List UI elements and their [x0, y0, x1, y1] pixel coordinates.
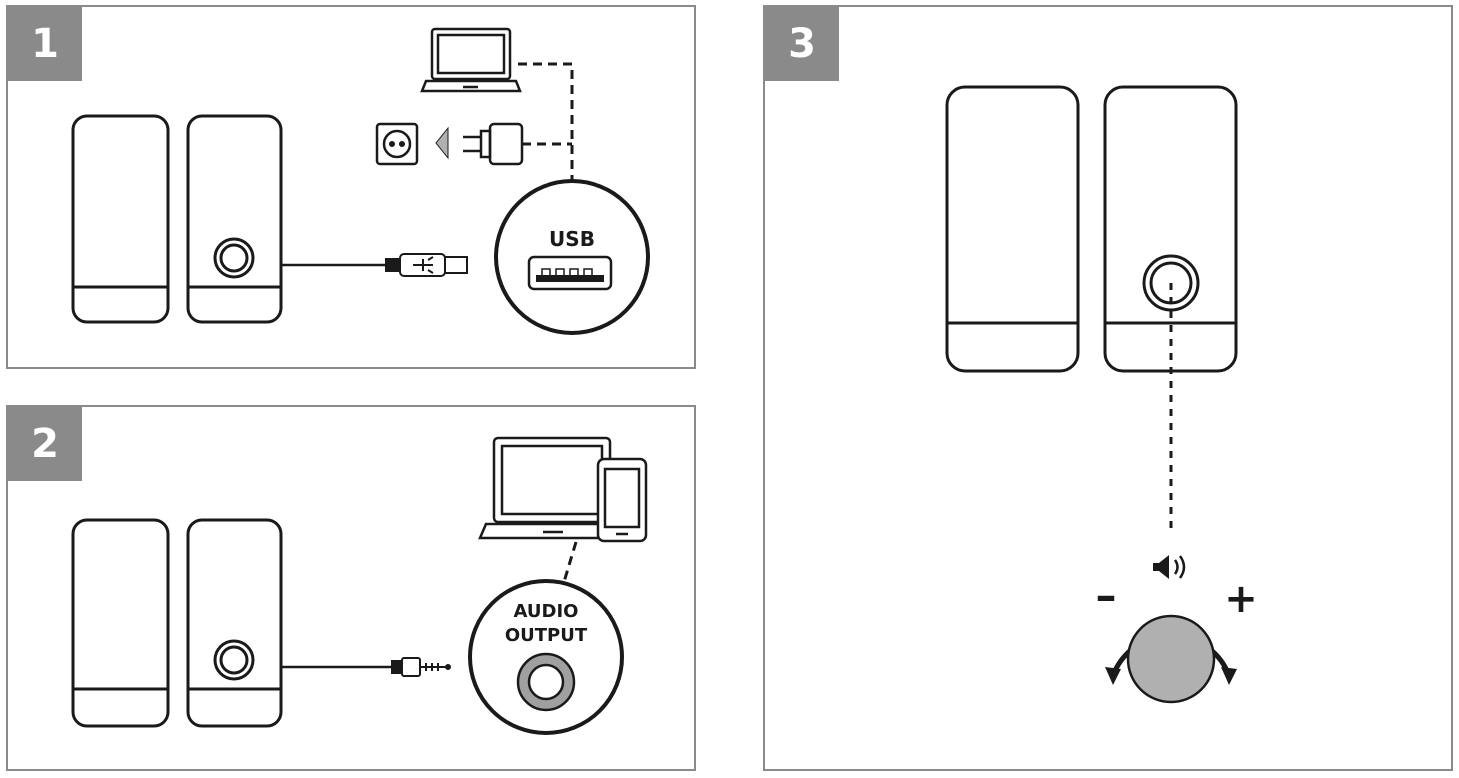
usb-port-zoom-icon: USB — [494, 179, 650, 335]
audio-jack-plug-icon — [281, 657, 451, 677]
volume-knob — [1126, 614, 1216, 704]
usb-plug-icon — [281, 253, 468, 277]
step-2-illustration: AUDIO OUTPUT — [71, 436, 648, 735]
audio-output-label-line1: AUDIO — [514, 601, 579, 622]
arrow-down-left-icon — [1105, 667, 1121, 685]
device-connection-line — [562, 541, 578, 583]
laptop-icon — [420, 27, 522, 93]
arrow-down-right-icon — [1221, 667, 1237, 685]
right-speaker-icon — [186, 518, 283, 728]
step-number-badge: 3 — [765, 7, 839, 81]
step-1-panel: 1 — [6, 5, 696, 369]
step-2-panel: 2 — [6, 405, 696, 771]
power-adapter-icon — [463, 122, 524, 166]
usb-label: USB — [549, 227, 595, 251]
laptop-connection-line — [518, 62, 574, 187]
audio-output-label-line2: OUTPUT — [505, 625, 588, 646]
step-3-illustration: – + — [945, 85, 1258, 704]
step-number-badge: 2 — [8, 407, 82, 481]
left-speaker-icon — [71, 518, 170, 728]
left-speaker-icon — [71, 114, 170, 324]
left-speaker-icon — [945, 85, 1080, 373]
audio-output-zoom-icon: AUDIO OUTPUT — [468, 579, 624, 735]
speaker-volume-icon — [1153, 555, 1186, 579]
step-3-panel: 3 – + — [763, 5, 1453, 771]
power-outlet-icon — [375, 122, 419, 166]
volume-minus-label: – — [1096, 571, 1117, 620]
step-1-illustration: USB — [71, 27, 650, 335]
arrow-left-icon — [435, 126, 449, 160]
volume-plus-label: + — [1224, 576, 1258, 622]
step-number-badge: 1 — [8, 7, 82, 81]
right-speaker-icon — [186, 114, 283, 324]
smartphone-icon — [596, 457, 648, 543]
